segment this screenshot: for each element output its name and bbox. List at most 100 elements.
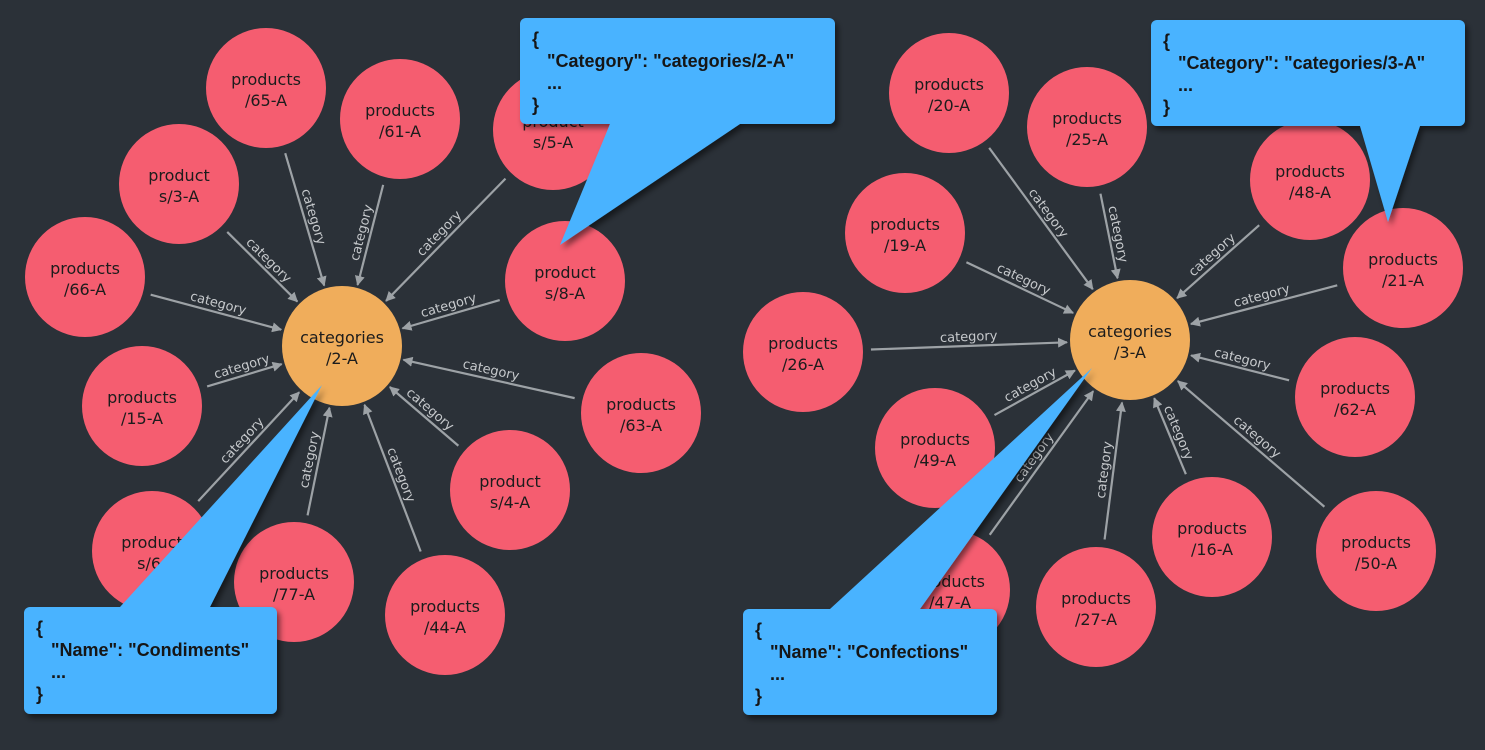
node-products-19-a[interactable]: products/19-A bbox=[845, 173, 965, 293]
node-label: /65-A bbox=[245, 91, 287, 110]
callout-line: { bbox=[1163, 31, 1170, 51]
callout-line: "Category": "categories/2-A" bbox=[532, 51, 794, 71]
node-label: products bbox=[870, 215, 940, 234]
edge-products-15-a bbox=[206, 361, 283, 388]
node-products-20-a[interactable]: products/20-A bbox=[889, 33, 1009, 153]
product-node-circle[interactable] bbox=[743, 292, 863, 412]
callouts-layer: { "Category": "categories/2-A" ...}{ "Na… bbox=[24, 18, 1465, 715]
callout-line: } bbox=[1163, 97, 1170, 117]
category-node-circle[interactable] bbox=[1070, 280, 1190, 400]
edge-products-66-a bbox=[150, 293, 283, 333]
edge-products-65-a bbox=[284, 152, 327, 287]
node-products-49-a[interactable]: products/49-A bbox=[875, 388, 995, 508]
product-node-circle[interactable] bbox=[581, 353, 701, 473]
node-label: products bbox=[1275, 162, 1345, 181]
product-node-circle[interactable] bbox=[889, 33, 1009, 153]
node-products-65-a[interactable]: products/65-A bbox=[206, 28, 326, 148]
callout-pointer bbox=[830, 368, 1092, 609]
node-products-66-a[interactable]: products/66-A bbox=[25, 217, 145, 337]
node-label: s/4-A bbox=[490, 493, 530, 512]
node-label: /77-A bbox=[273, 585, 315, 604]
node-products-50-a[interactable]: products/50-A bbox=[1316, 491, 1436, 611]
edge-label: category bbox=[348, 203, 377, 263]
edge-products-61-a bbox=[354, 184, 385, 286]
node-products-25-a[interactable]: products/25-A bbox=[1027, 67, 1147, 187]
node-products-62-a[interactable]: products/62-A bbox=[1295, 337, 1415, 457]
product-node-circle[interactable] bbox=[206, 28, 326, 148]
product-node-circle[interactable] bbox=[875, 388, 995, 508]
node-label: product bbox=[148, 166, 210, 185]
product-node-circle[interactable] bbox=[119, 124, 239, 244]
node-label: products bbox=[1320, 379, 1390, 398]
node-products-3-a[interactable]: product s/3-A bbox=[119, 124, 239, 244]
node-products-44-a[interactable]: products/44-A bbox=[385, 555, 505, 675]
node-label: products bbox=[1341, 533, 1411, 552]
product-node-circle[interactable] bbox=[1250, 120, 1370, 240]
node-label: /27-A bbox=[1075, 610, 1117, 629]
product-node-circle[interactable] bbox=[385, 555, 505, 675]
callout-line: "Name": "Condiments" bbox=[36, 640, 249, 660]
edge-label: category bbox=[1002, 365, 1060, 406]
callout-box bbox=[24, 607, 277, 714]
node-products-4-a[interactable]: products/4-A bbox=[450, 430, 570, 550]
edge-products-50-a bbox=[1177, 380, 1326, 508]
product-node-circle[interactable] bbox=[1316, 491, 1436, 611]
product-node-circle[interactable] bbox=[1152, 477, 1272, 597]
node-products-16-a[interactable]: products/16-A bbox=[1152, 477, 1272, 597]
category-node-2-a[interactable]: categories/2-A bbox=[282, 286, 402, 406]
node-products-61-a[interactable]: products/61-A bbox=[340, 59, 460, 179]
edge-products-77-a bbox=[306, 406, 333, 516]
edge-products-49-a bbox=[993, 369, 1076, 417]
node-products-26-a[interactable]: products/26-A bbox=[743, 292, 863, 412]
node-label: s/5-A bbox=[533, 133, 573, 152]
product-node-circle[interactable] bbox=[1343, 208, 1463, 328]
category-node-3-a[interactable]: categories/3-A bbox=[1070, 280, 1190, 400]
node-products-15-a[interactable]: products/15-A bbox=[82, 346, 202, 466]
edge-products-26-a bbox=[870, 337, 1069, 351]
node-products-8-a[interactable]: products/8-A bbox=[505, 221, 625, 341]
node-label: /49-A bbox=[914, 451, 956, 470]
edge-products-5-a bbox=[385, 177, 507, 302]
node-label: /19-A bbox=[884, 236, 926, 255]
node-label: products bbox=[914, 75, 984, 94]
callout-line: "Category": "categories/3-A" bbox=[1163, 53, 1425, 73]
product-node-circle[interactable] bbox=[450, 430, 570, 550]
product-node-circle[interactable] bbox=[1295, 337, 1415, 457]
node-label: /63-A bbox=[620, 416, 662, 435]
node-label: products bbox=[768, 334, 838, 353]
category-node-circle[interactable] bbox=[282, 286, 402, 406]
edge-label: category bbox=[1212, 345, 1272, 374]
node-label: s/8-A bbox=[545, 284, 585, 303]
callout-line: { bbox=[532, 29, 539, 49]
json-callout: { "Category": "categories/3-A" ...} bbox=[1151, 20, 1465, 222]
callout-line: } bbox=[36, 684, 43, 704]
node-label: /50-A bbox=[1355, 554, 1397, 573]
json-callout: { "Name": "Condiments" ...} bbox=[24, 385, 322, 714]
product-node-circle[interactable] bbox=[25, 217, 145, 337]
edge-products-44-a bbox=[363, 403, 422, 552]
product-node-circle[interactable] bbox=[82, 346, 202, 466]
edge-label: category bbox=[1230, 413, 1284, 462]
edge-label: category bbox=[298, 187, 329, 247]
node-products-27-a[interactable]: products/27-A bbox=[1036, 547, 1156, 667]
edge-products-21-a bbox=[1189, 284, 1338, 327]
node-products-48-a[interactable]: products/48-A bbox=[1250, 120, 1370, 240]
node-label: s/3-A bbox=[159, 187, 199, 206]
node-label: products bbox=[50, 259, 120, 278]
node-label: products bbox=[900, 430, 970, 449]
edge-label: category bbox=[419, 291, 479, 322]
product-node-circle[interactable] bbox=[340, 59, 460, 179]
product-node-circle[interactable] bbox=[845, 173, 965, 293]
edge-label: category bbox=[212, 352, 272, 383]
node-label: products bbox=[606, 395, 676, 414]
product-node-circle[interactable] bbox=[1036, 547, 1156, 667]
node-products-63-a[interactable]: products/63-A bbox=[581, 353, 701, 473]
category-node-label: /3-A bbox=[1114, 343, 1146, 362]
node-products-21-a[interactable]: products/21-A bbox=[1343, 208, 1463, 328]
node-label: product bbox=[121, 533, 183, 552]
product-node-circle[interactable] bbox=[505, 221, 625, 341]
product-node-circle[interactable] bbox=[1027, 67, 1147, 187]
node-label: /61-A bbox=[379, 122, 421, 141]
edge-products-27-a bbox=[1103, 401, 1126, 540]
edge-products-25-a bbox=[1099, 193, 1121, 280]
